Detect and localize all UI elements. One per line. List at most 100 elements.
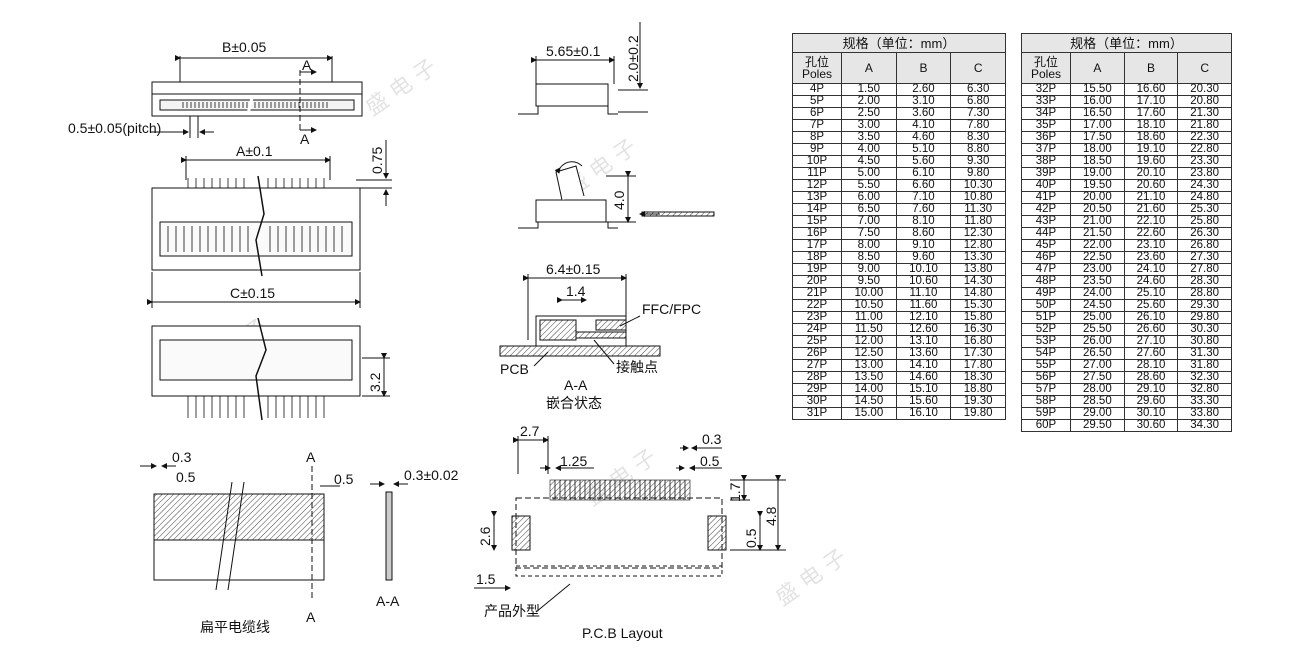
cell-poles: 4P [792,83,842,96]
dim-14: 1.4 [566,283,586,299]
cell-a: 3.50 [841,131,897,144]
cell-poles: 37P [1021,143,1071,156]
cell-c: 17.80 [950,359,1006,372]
cell-c: 21.30 [1177,107,1232,120]
cell-c: 8.30 [950,131,1006,144]
dim-32: 3.2 [367,372,383,392]
cell-poles: 25P [792,335,842,348]
cell-c: 30.30 [1177,323,1232,336]
cell-poles: 11P [792,167,842,180]
cell-poles: 53P [1021,335,1071,348]
label-ffc: FFC/FPC [642,301,701,317]
cell-b: 14.60 [895,371,952,384]
cell-a: 9.50 [841,275,897,288]
cell-poles: 33P [1021,95,1071,108]
cell-poles: 13P [792,191,842,204]
dim-27: 2.7 [520,423,540,439]
dim-20: 2.0±0.2 [625,35,641,82]
cell-b: 7.10 [895,191,952,204]
cell-a: 21.00 [1070,215,1125,228]
cell-a: 22.00 [1070,239,1125,252]
cell-c: 19.30 [950,395,1006,408]
cell-poles: 51P [1021,311,1071,324]
cell-poles: 43P [1021,215,1071,228]
cell-b: 8.60 [895,227,952,240]
cell-c: 22.30 [1177,131,1232,144]
cell-c: 32.80 [1177,383,1232,396]
cell-a: 4.50 [841,155,897,168]
cell-b: 19.60 [1123,155,1179,168]
cell-c: 32.30 [1177,371,1232,384]
cell-a: 9.00 [841,263,897,276]
cell-poles: 59P [1021,407,1071,420]
cell-b: 21.10 [1123,191,1179,204]
cell-poles: 50P [1021,299,1071,312]
cell-c: 26.80 [1177,239,1232,252]
cell-poles: 28P [792,371,842,384]
cell-c: 18.80 [950,383,1006,396]
pcb-layout-view [474,436,786,613]
cell-poles: 38P [1021,155,1071,168]
dim-17: 1.7 [727,482,743,502]
cell-c: 24.30 [1177,179,1232,192]
cell-poles: 27P [792,359,842,372]
dim-48: 4.8 [763,506,779,526]
cell-poles: 14P [792,203,842,216]
cell-b: 30.60 [1123,419,1179,432]
dim-03-pcb: 0.3 [702,431,722,447]
cell-poles: 20P [792,275,842,288]
cell-b: 27.10 [1123,335,1179,348]
cell-a: 2.50 [841,107,897,120]
cell-b: 20.10 [1123,167,1179,180]
dim-125: 1.25 [560,453,587,469]
cell-c: 11.30 [950,203,1006,216]
cell-c: 12.30 [950,227,1006,240]
cell-a: 21.50 [1070,227,1125,240]
cell-b: 28.10 [1123,359,1179,372]
cell-b: 28.60 [1123,371,1179,384]
cell-b: 8.10 [895,215,952,228]
table-caption: 规格（单位：mm） [792,33,1006,53]
cell-poles: 56P [1021,371,1071,384]
cell-b: 13.60 [895,347,952,360]
cell-c: 9.80 [950,167,1006,180]
cell-b: 5.60 [895,155,952,168]
label-cable: 扁平电缆线 [200,619,270,635]
section-a-bottom: A [300,131,310,147]
cell-c: 25.80 [1177,215,1232,228]
cell-a: 26.00 [1070,335,1125,348]
cell-a: 20.50 [1070,203,1125,216]
cell-c: 25.30 [1177,203,1232,216]
cell-poles: 22P [792,299,842,312]
cell-poles: 45P [1021,239,1071,252]
cell-b: 20.60 [1123,179,1179,192]
cell-poles: 24P [792,323,842,336]
cell-b: 10.10 [895,263,952,276]
dim-05-pcb: 0.5 [700,453,720,469]
cell-poles: 47P [1021,263,1071,276]
